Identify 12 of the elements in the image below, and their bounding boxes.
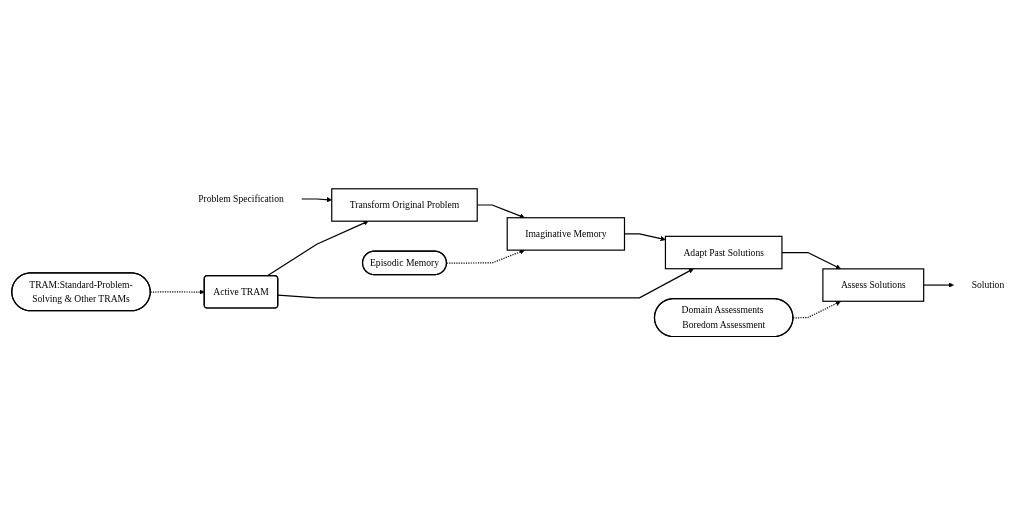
node-box: Assess Solutions [822,268,925,302]
arrow [301,196,332,203]
arrow [923,282,954,288]
arrow [266,220,369,277]
arrow [781,251,841,269]
node-text: Problem Specification [198,193,284,204]
node-box: Transform Original Problem [331,188,478,222]
node-box: Adapt Past Solutions [664,235,783,270]
node-text: Solution [971,279,1005,290]
arrow [446,249,525,264]
node-box: Imaginative Memory [506,217,626,251]
arrow [277,268,694,299]
